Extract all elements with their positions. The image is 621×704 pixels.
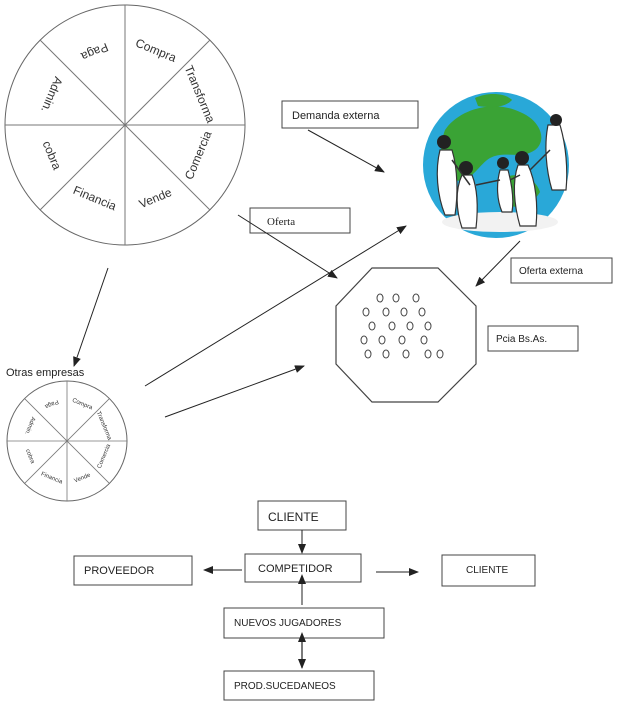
- player-dot: [388, 321, 396, 331]
- pcia-box: [487, 325, 579, 352]
- prod-sucedaneos-box: [223, 670, 375, 701]
- nuevos-jugadores-label: NUEVOS JUGADORES: [234, 618, 342, 629]
- proveedor-label: PROVEEDOR: [84, 565, 154, 577]
- small-wheel-segment-label: Paga: [43, 398, 59, 409]
- player-dot: [382, 307, 390, 317]
- pcia-octagon: [335, 267, 477, 403]
- oferta-label: Oferta: [267, 216, 295, 228]
- player-dot: [400, 307, 408, 317]
- player-dot: [364, 349, 372, 359]
- big-wheel: CompraTransformaComerciaVendeFinanciacob…: [4, 4, 246, 246]
- player-dot: [376, 293, 384, 303]
- arrow-demanda-to-globe: [307, 129, 385, 173]
- small-wheel-segment-label: cobra: [24, 448, 36, 465]
- pcia-players: [360, 293, 444, 359]
- player-dot: [360, 335, 368, 345]
- demanda-externa-box: [281, 100, 419, 129]
- arrow-globe-to-pcia: [475, 240, 521, 287]
- oferta-externa-box: [510, 257, 613, 284]
- arrow-otras-to-globe: [144, 225, 407, 387]
- cliente-right-box: [441, 554, 536, 587]
- player-dot: [424, 349, 432, 359]
- player-dot: [420, 335, 428, 345]
- player-dot: [382, 349, 390, 359]
- big-wheel-divider: [39, 39, 211, 211]
- demanda-externa-label: Demanda externa: [292, 110, 380, 122]
- player-dot: [378, 335, 386, 345]
- player-dot: [362, 307, 370, 317]
- small-wheel-divider: [24, 398, 110, 484]
- prod-sucedaneos-label: PROD.SUCEDANEOS: [234, 681, 336, 692]
- competidor-label: COMPETIDOR: [258, 563, 333, 575]
- cliente-top-label: CLIENTE: [268, 510, 319, 524]
- proveedor-box: [73, 555, 193, 586]
- player-dot: [406, 321, 414, 331]
- player-dot: [368, 321, 376, 331]
- player-dot: [392, 293, 400, 303]
- globe-with-people-icon: [423, 92, 569, 238]
- player-dot: [402, 349, 410, 359]
- player-dot: [412, 293, 420, 303]
- small-wheel: CompraTransformaComerciaVendeFinanciacob…: [6, 380, 128, 502]
- oferta-externa-label: Oferta externa: [519, 266, 583, 277]
- arrow-oferta-to-pcia: [237, 214, 338, 279]
- player-dot: [398, 335, 406, 345]
- oferta-box: [249, 207, 351, 234]
- player-dot: [436, 349, 444, 359]
- player-dot: [424, 321, 432, 331]
- arrow-wheel-to-otras: [73, 267, 109, 367]
- player-dot: [418, 307, 426, 317]
- otras-empresas-label: Otras empresas: [6, 367, 85, 379]
- arrow-otras-to-pcia: [164, 365, 305, 418]
- pcia-label: Pcia Bs.As.: [496, 334, 547, 345]
- cliente-right-label: CLIENTE: [466, 565, 509, 576]
